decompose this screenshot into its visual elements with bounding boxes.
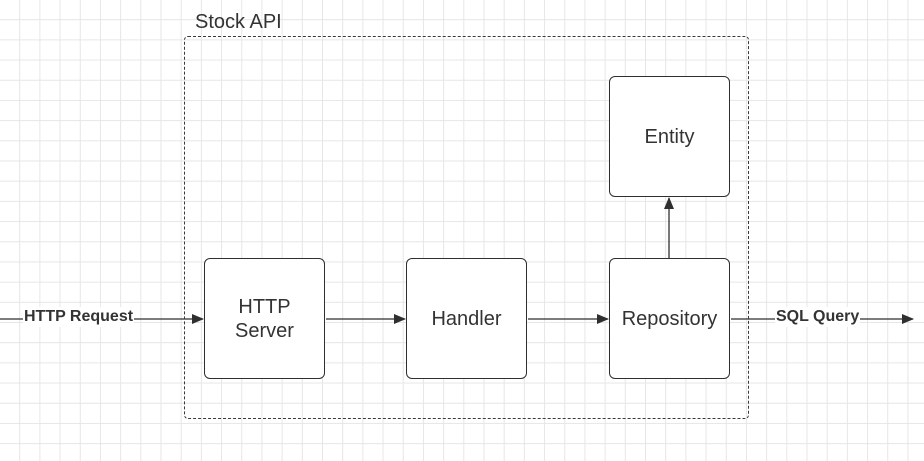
http-server-node[interactable]: HTTP Server [204, 258, 325, 379]
repository-node[interactable]: Repository [609, 258, 730, 379]
http-server-label: HTTP Server [235, 295, 294, 343]
stock-api-boundary[interactable] [184, 36, 749, 419]
entity-label: Entity [644, 125, 695, 148]
repository-label: Repository [621, 307, 718, 330]
stock-api-title: Stock API [195, 11, 282, 33]
entity-node[interactable]: Entity [609, 76, 730, 197]
sql-query-label: SQL Query [775, 307, 861, 327]
http-server-label-line1: HTTP [238, 295, 291, 318]
http-server-label-line2: Server [235, 319, 294, 342]
http-request-label: HTTP Request [23, 307, 135, 327]
handler-node[interactable]: Handler [406, 258, 527, 379]
handler-label: Handler [431, 307, 502, 330]
